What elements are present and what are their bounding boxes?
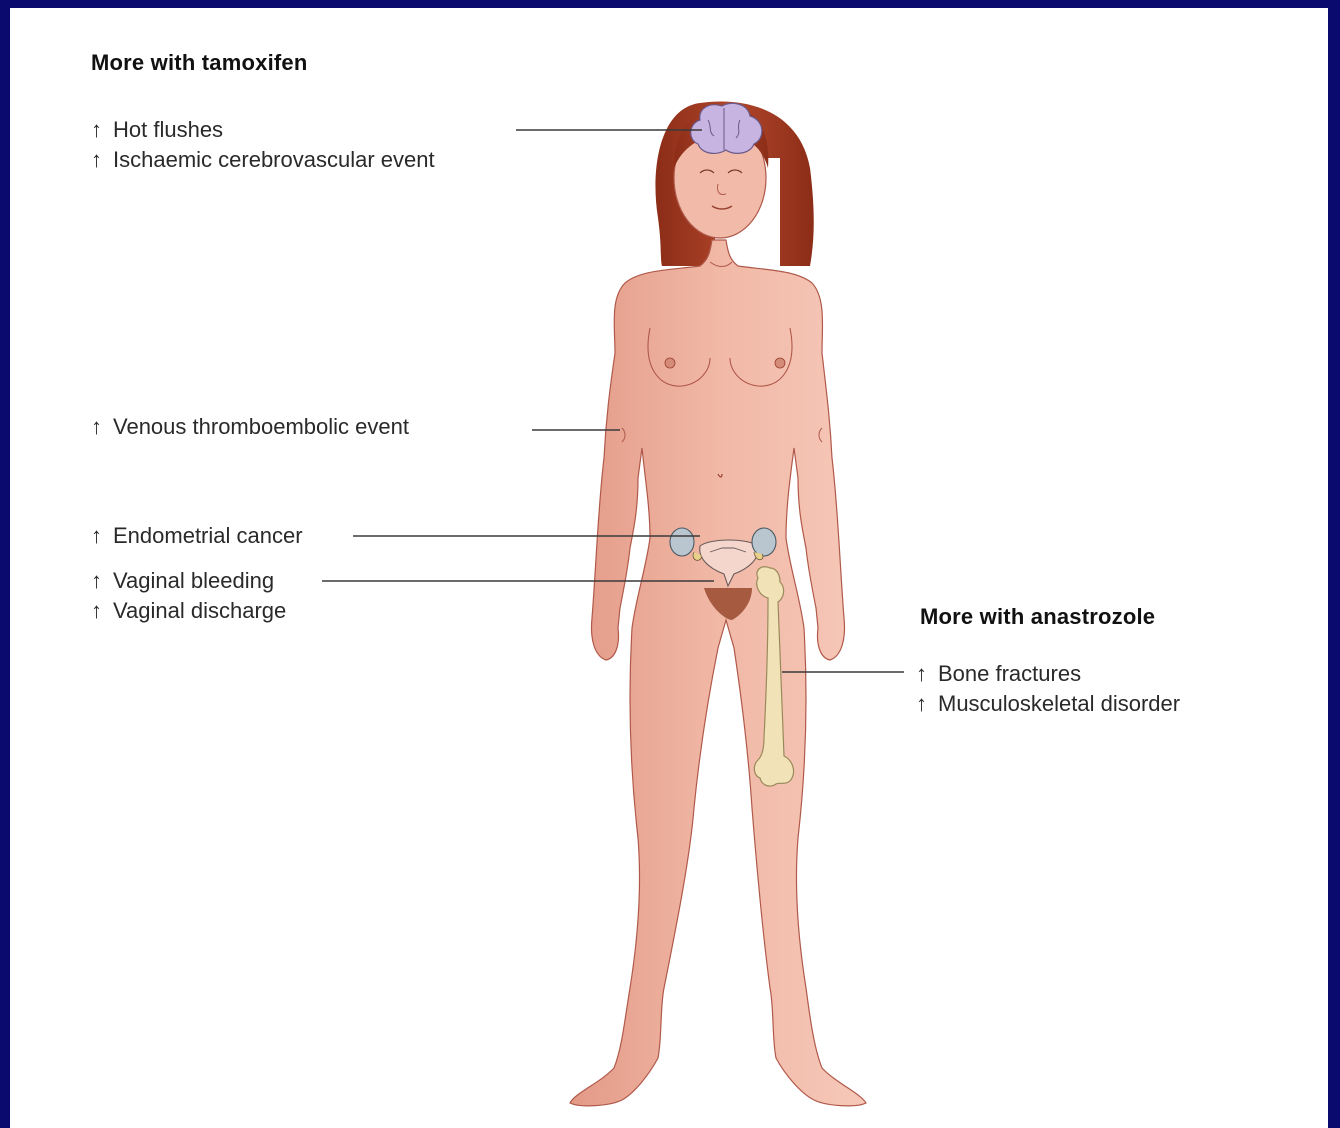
effect-label: Endometrial cancer: [113, 523, 303, 548]
up-arrow-icon: ↑: [91, 115, 113, 145]
effect-hot-flushes: ↑Hot flushes: [91, 115, 223, 145]
up-arrow-icon: ↑: [91, 412, 113, 442]
body-outline: [570, 240, 866, 1106]
effect-vaginal-discharge: ↑Vaginal discharge: [91, 596, 286, 626]
effect-label: Musculoskeletal disorder: [938, 691, 1180, 716]
up-arrow-icon: ↑: [91, 566, 113, 596]
effect-label: Vaginal bleeding: [113, 568, 274, 593]
anastrozole-heading: More with anastrozole: [920, 604, 1155, 630]
effect-label: Hot flushes: [113, 117, 223, 142]
up-arrow-icon: ↑: [916, 689, 938, 719]
effect-venous-thromboembolic-event: ↑Venous thromboembolic event: [91, 412, 409, 442]
up-arrow-icon: ↑: [916, 659, 938, 689]
effect-endometrial-cancer: ↑Endometrial cancer: [91, 521, 303, 551]
effect-vaginal-bleeding: ↑Vaginal bleeding: [91, 566, 274, 596]
effect-ischaemic-cerebrovascular-event: ↑Ischaemic cerebrovascular event: [91, 145, 435, 175]
effect-bone-fractures: ↑Bone fractures: [916, 659, 1081, 689]
effect-label: Bone fractures: [938, 661, 1081, 686]
tamoxifen-heading: More with tamoxifen: [91, 50, 308, 76]
up-arrow-icon: ↑: [91, 145, 113, 175]
effect-musculoskeletal-disorder: ↑Musculoskeletal disorder: [916, 689, 1180, 719]
effect-label: Vaginal discharge: [113, 598, 286, 623]
up-arrow-icon: ↑: [91, 596, 113, 626]
effect-label: Ischaemic cerebrovascular event: [113, 147, 435, 172]
diagram-frame: More with tamoxifen ↑Hot flushes ↑Ischae…: [10, 8, 1328, 1128]
effect-label: Venous thromboembolic event: [113, 414, 409, 439]
up-arrow-icon: ↑: [91, 521, 113, 551]
